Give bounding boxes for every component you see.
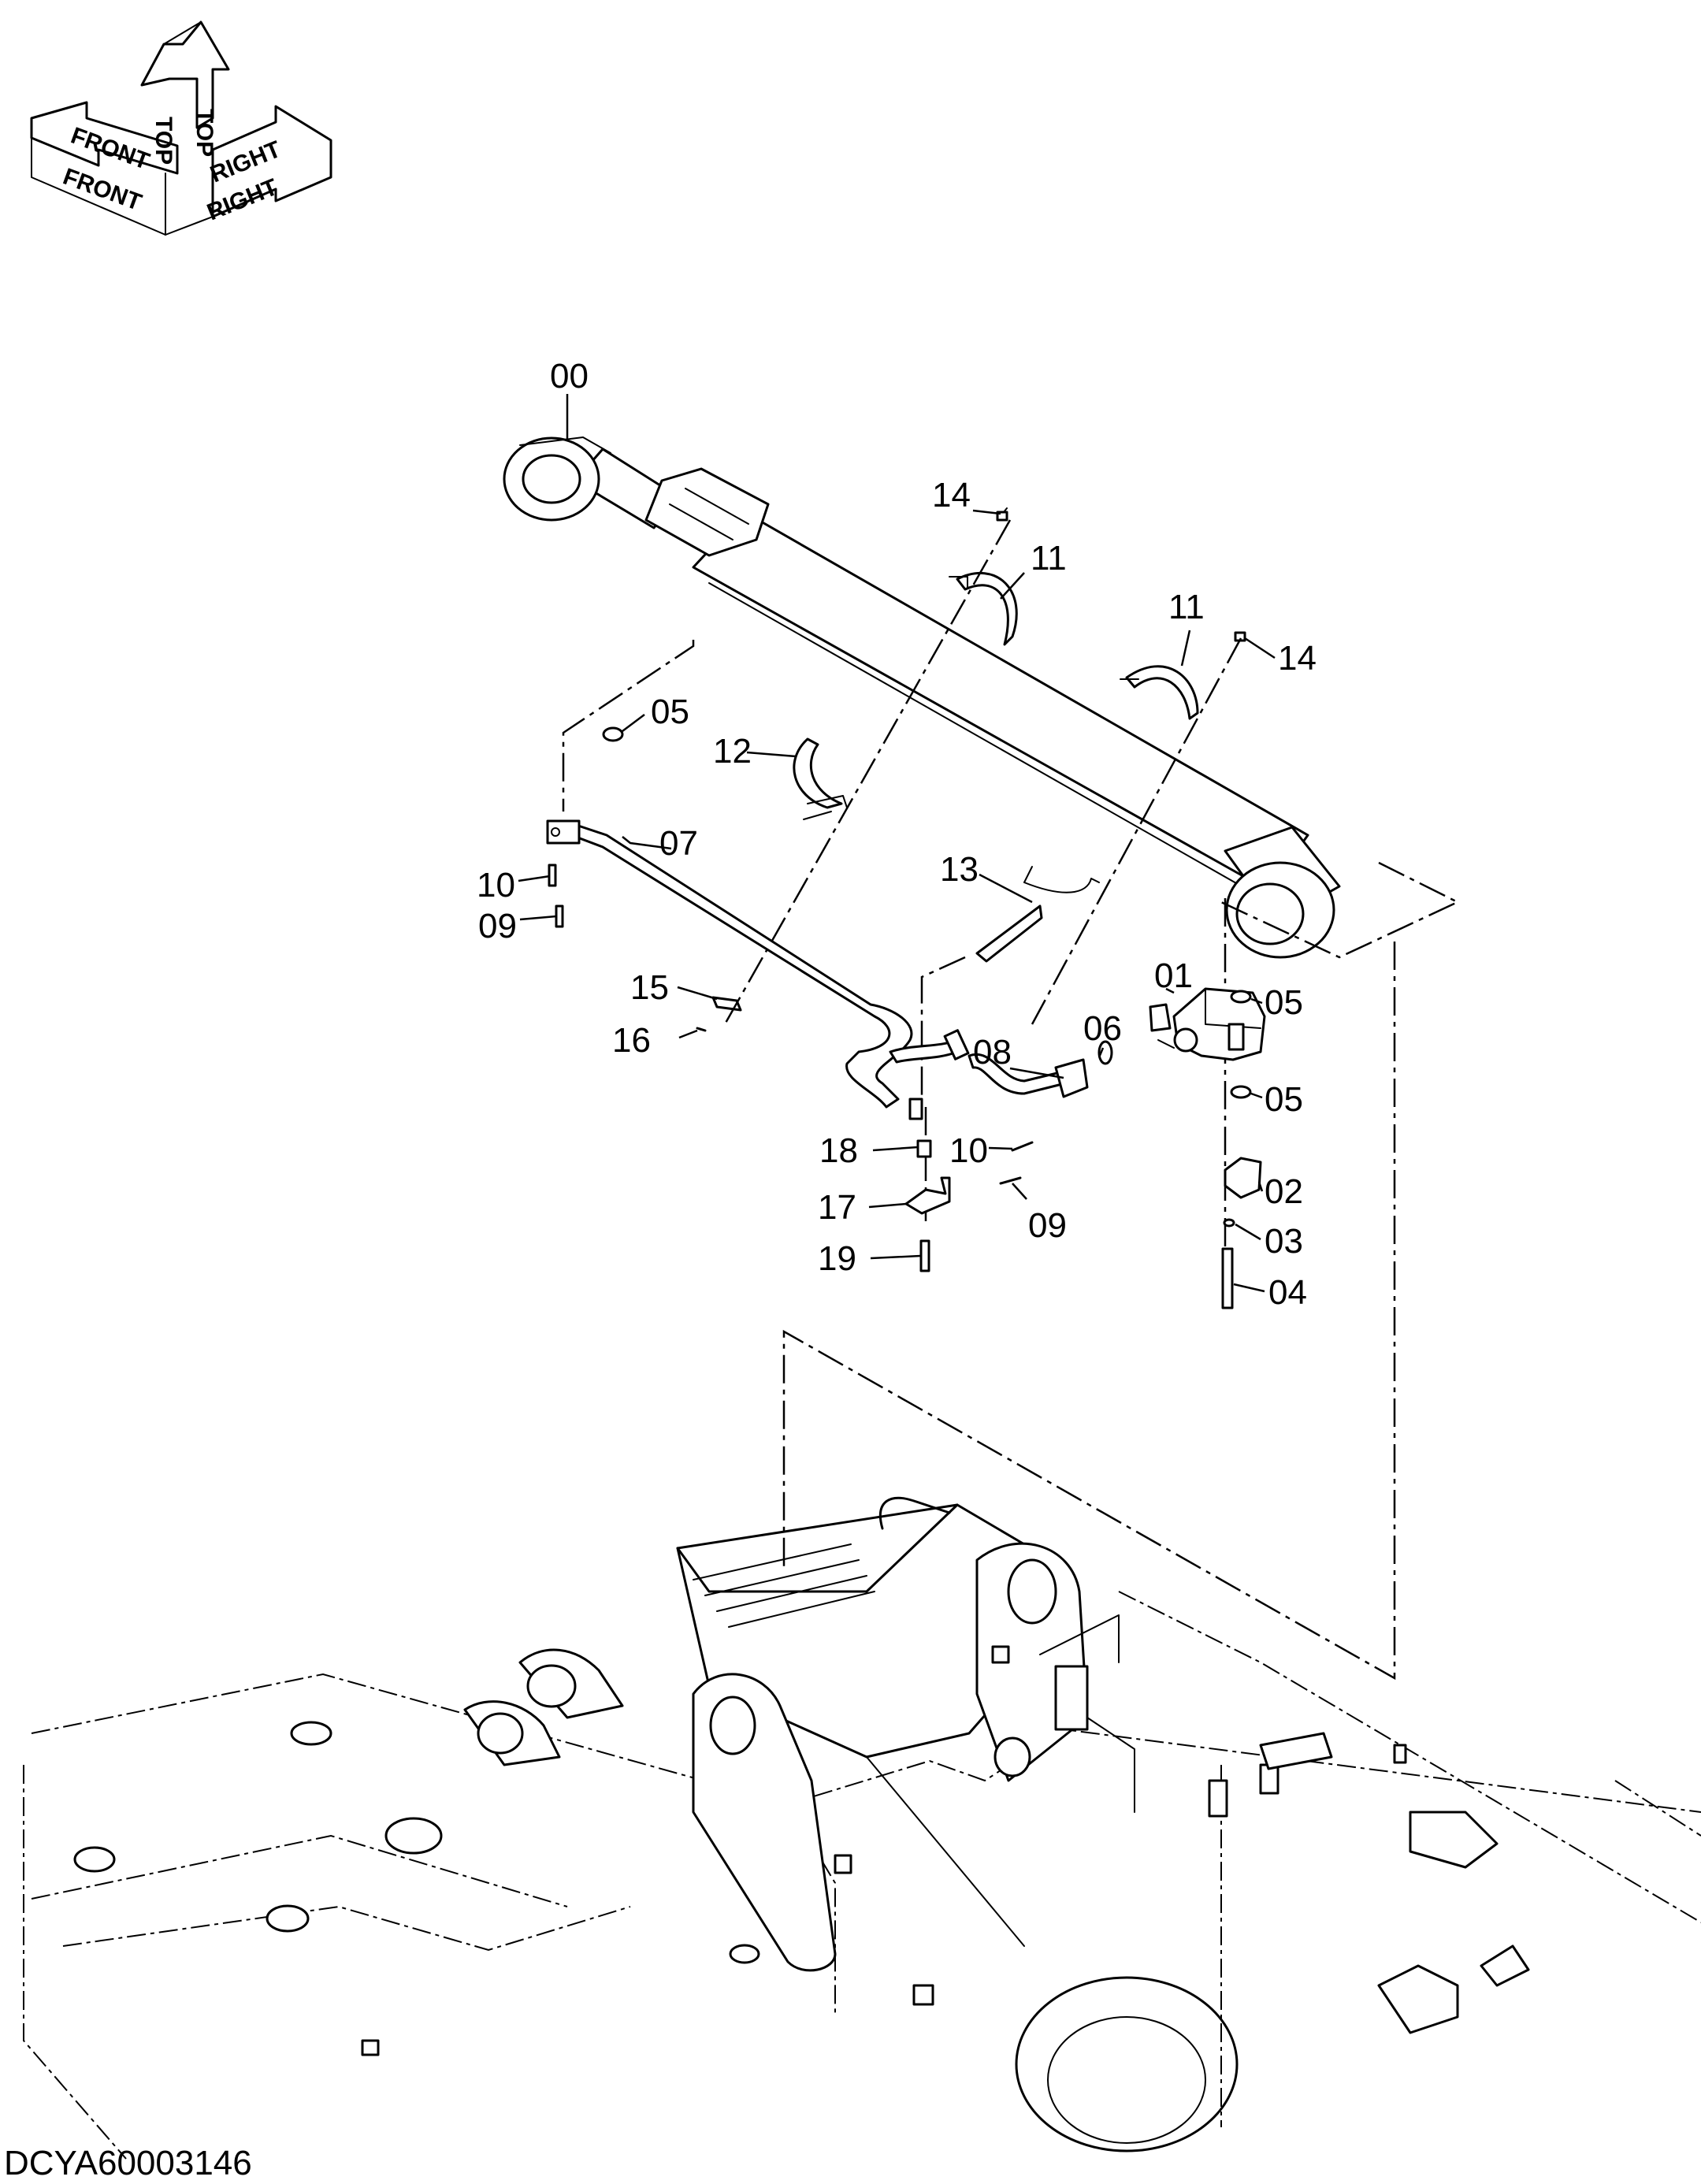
callout-13: 13: [940, 850, 979, 889]
clamp-17: [904, 1176, 951, 1215]
callout-05-right-upper: 05: [1265, 983, 1303, 1022]
callout-01: 01: [1154, 956, 1193, 995]
orientation-indicator: FRONT FRONT TOP TOP RIGHT RIGHT: [30, 20, 332, 236]
callout-02: 02: [1265, 1172, 1303, 1211]
document-id: DCYA60003146: [4, 2144, 252, 2182]
callout-19: 19: [818, 1239, 856, 1278]
flange-left: [546, 819, 581, 845]
callout-09-right: 09: [1028, 1206, 1067, 1245]
boom-cylinder: [503, 436, 1341, 959]
top-label-left: TOP: [150, 117, 176, 165]
callout-10-right: 10: [949, 1131, 988, 1170]
o-ring-06: [1097, 1040, 1113, 1065]
callout-09-left: 09: [478, 907, 517, 945]
callout-05-top: 05: [651, 693, 689, 731]
callout-08: 08: [973, 1033, 1012, 1072]
callout-17: 17: [818, 1188, 856, 1227]
bolt-19: [919, 1239, 930, 1272]
clamp-parts: [696, 507, 1246, 1032]
callout-05-right-lower: 05: [1265, 1080, 1303, 1119]
bolt-09-left: [555, 904, 564, 928]
callout-03: 03: [1265, 1222, 1303, 1261]
callout-07: 07: [659, 824, 698, 863]
small-parts: [548, 726, 1266, 1309]
washer-03: [1223, 1218, 1235, 1228]
callout-12: 12: [713, 732, 752, 771]
pipe-07: [566, 822, 913, 1109]
front-label-upper: FRONT: [68, 123, 153, 175]
callout-11-lower: 11: [1168, 588, 1205, 626]
o-ring-05-lower: [1230, 1085, 1252, 1099]
top-label-right: TOP: [191, 109, 217, 157]
clamp-13: [975, 904, 1043, 963]
block-02: [1224, 1157, 1262, 1199]
clamp-11-upper: [956, 571, 1018, 646]
head-eye-bore: [1235, 882, 1305, 945]
callout-15: 15: [630, 968, 669, 1007]
callout-14-right: 14: [1278, 639, 1317, 678]
o-ring-05-top: [602, 726, 624, 742]
rod-eye-bore: [522, 454, 581, 504]
bolt-10-left: [548, 864, 557, 887]
bolt-04: [1221, 1247, 1234, 1309]
callout-14-upper: 14: [932, 476, 971, 514]
callouts: 00 14 11 11 14 05 12 07 13 01 05 06 08 1…: [477, 357, 1317, 1312]
o-ring-05-upper: [1230, 990, 1252, 1004]
callout-11-upper: 11: [1031, 539, 1067, 578]
callout-00: 00: [550, 357, 589, 396]
pipe-assembly: [546, 819, 1089, 1120]
callout-04: 04: [1268, 1273, 1307, 1312]
bolt-10-right: [1011, 1141, 1034, 1152]
collar-18: [916, 1139, 932, 1158]
callout-06: 06: [1083, 1009, 1122, 1048]
leader-lines: [518, 394, 1276, 1293]
bolt-09-right: [999, 1176, 1022, 1185]
upper-frame: [23, 1496, 1701, 2160]
callout-10-left: 10: [477, 866, 515, 904]
center-lines: [562, 519, 1460, 1681]
callout-18: 18: [819, 1131, 858, 1170]
swing-bearing: [1015, 1976, 1239, 2152]
callout-16: 16: [612, 1021, 651, 1060]
